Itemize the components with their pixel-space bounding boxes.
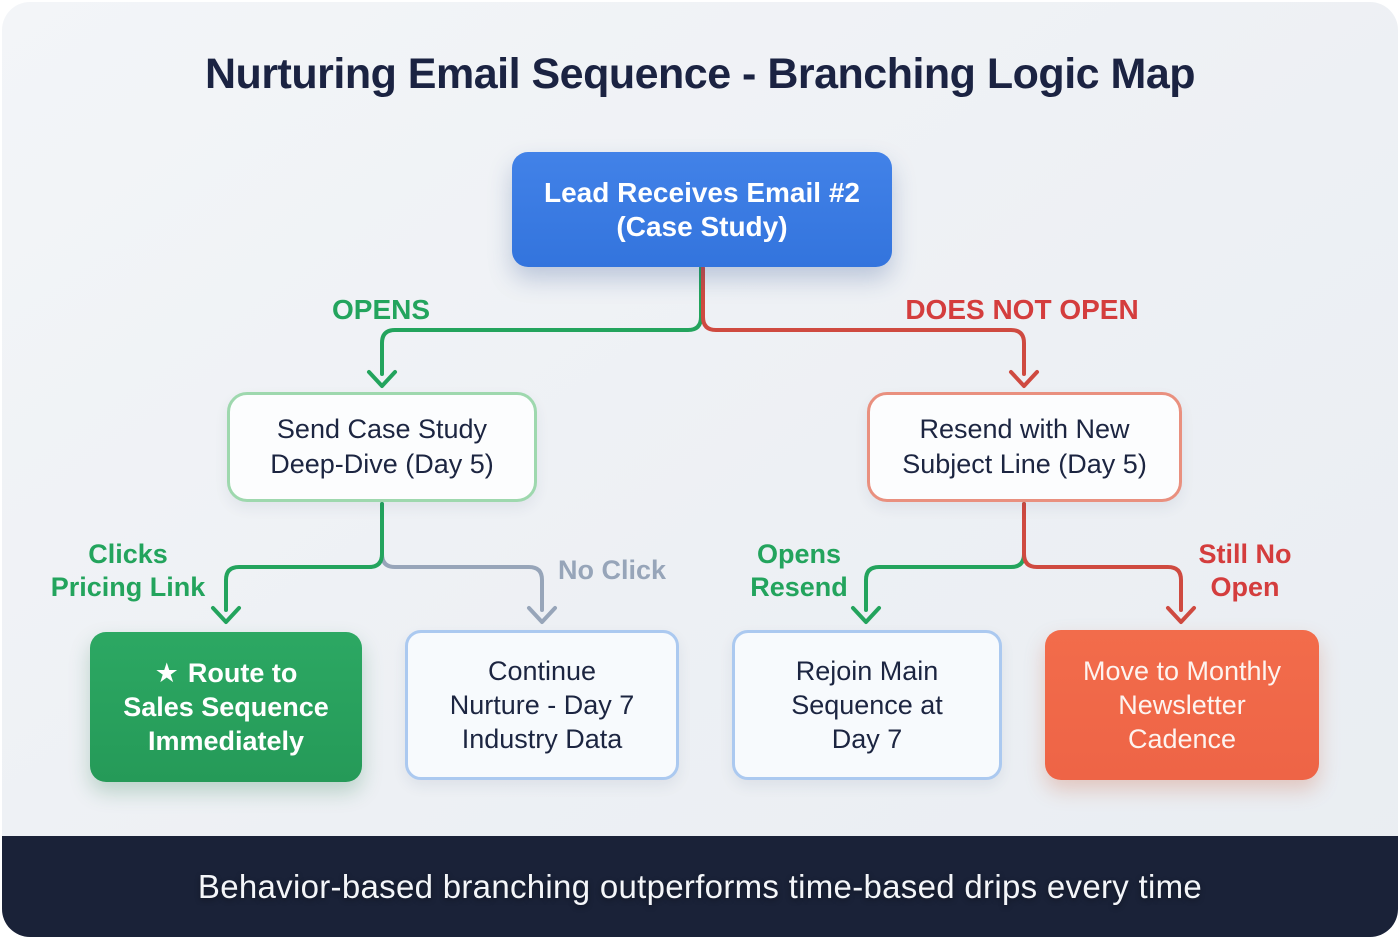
node-label: Send Case Study Deep-Dive (Day 5) [270,414,494,479]
connector-opens [380,266,703,376]
arrowhead-opens-resend [851,606,881,624]
arrowhead-still-no-open [1166,606,1196,624]
edge-label-still-no-open: Still No Open [1198,539,1292,602]
page-title: Nurturing Email Sequence - Branching Log… [205,50,1196,98]
node-label-text: Route to Sales Sequence Immediately [123,658,329,756]
node-rejoin-main-sequence: Rejoin Main Sequence at Day 7 [732,630,1002,780]
edge-label-no-click: No Click [557,555,667,585]
edge-label-opens-resend: Opens Resend [750,539,848,602]
connector-no-click [380,502,544,612]
connector-does-not-open [701,266,1026,376]
star-icon: ★ [154,658,179,688]
node-label: ★Route to Sales Sequence Immediately [123,656,329,758]
connector-opens-resend [864,502,1026,612]
node-label: Rejoin Main Sequence at Day 7 [791,656,943,754]
footer-text: Behavior-based branching outperforms tim… [197,867,1203,905]
node-label: Lead Receives Email #2 (Case Study) [544,176,860,242]
edge-label-clicks-pricing-link: Clicks Pricing Link [50,539,206,602]
connector-clicks-pricing [224,502,384,612]
arrowhead-opens [367,370,397,388]
arrowhead-no-click [527,606,557,624]
node-continue-nurture: Continue Nurture - Day 7 Industry Data [405,630,679,780]
footer-banner: Behavior-based branching outperforms tim… [2,836,1398,937]
arrowhead-clicks-pricing [211,606,241,624]
connector-still-no-open [1022,502,1183,612]
node-label: Continue Nurture - Day 7 Industry Data [449,656,635,754]
node-monthly-newsletter: Move to Monthly Newsletter Cadence [1045,630,1319,780]
node-label: Resend with New Subject Line (Day 5) [902,414,1147,479]
edge-label-opens: OPENS [331,294,431,325]
node-lead-receives-email: Lead Receives Email #2 (Case Study) [512,152,892,267]
node-route-to-sales: ★Route to Sales Sequence Immediately [90,632,362,782]
node-label: Move to Monthly Newsletter Cadence [1082,656,1282,754]
edge-label-does-not-open: DOES NOT OPEN [905,294,1139,325]
node-send-case-study-deep-dive: Send Case Study Deep-Dive (Day 5) [227,392,537,502]
arrowhead-does-not-open [1009,370,1039,388]
node-resend-new-subject: Resend with New Subject Line (Day 5) [867,392,1182,502]
